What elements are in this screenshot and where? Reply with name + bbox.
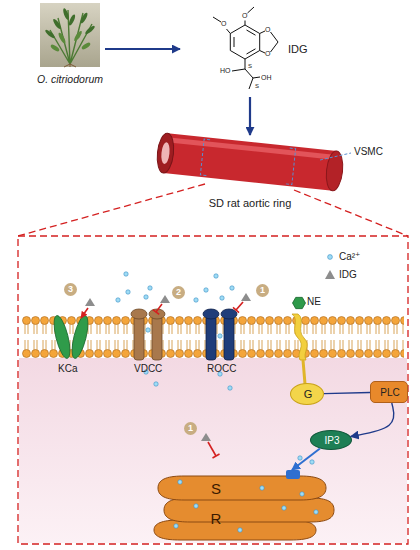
g-protein: G: [290, 383, 324, 405]
connector-arrow: [292, 448, 320, 470]
stored-calcium: [174, 480, 318, 532]
legend-swatch: [324, 268, 336, 282]
kca-channel: [51, 314, 91, 360]
calcium-ions: [116, 272, 314, 464]
cytoplasm: [19, 358, 407, 543]
vdcc-channel: [131, 309, 165, 360]
source-plant: O. citriodorum: [35, 2, 105, 96]
channel-label: VDCC: [134, 364, 162, 374]
leader-line: [320, 153, 351, 160]
callout-number: 1: [256, 284, 269, 297]
node-text: S R: [210, 474, 222, 534]
legend-swatch: [324, 250, 336, 264]
plant-photo: [40, 3, 100, 67]
stereo-label: S: [255, 83, 259, 89]
connector-arrow: [105, 48, 180, 50]
enzyme-box: PLC: [370, 381, 408, 403]
node-text: G: [291, 388, 325, 400]
rocc-channel: [203, 309, 237, 360]
node-text: PLC: [371, 387, 409, 398]
sarcoplasmic-reticulum: S R: [150, 470, 340, 542]
agonist-ligand: NE: [292, 296, 326, 310]
connector-arrow: [324, 392, 370, 393]
receptor: [292, 314, 307, 384]
node-text: NE: [307, 296, 327, 307]
channel-label: KCa: [58, 364, 77, 374]
chemical-structure: [213, 7, 278, 89]
node-text: IDG: [288, 43, 320, 55]
atom-label: O: [221, 20, 226, 27]
connector-arrow: [351, 403, 394, 436]
channel-label: ROCC: [207, 364, 236, 374]
aortic-ring: SD rat aortic ring: [150, 135, 350, 215]
callout-number: 2: [172, 286, 185, 299]
cell-label: VSMC: [354, 147, 383, 157]
stereo-label: S: [248, 63, 252, 69]
atom-label: O: [265, 50, 270, 57]
legend-entry: Ca²⁺: [324, 250, 384, 264]
hydroxyl-label: HO: [220, 67, 231, 74]
node-text: SD rat aortic ring: [150, 197, 350, 209]
legend-entry: IDG: [324, 268, 384, 282]
callout-number: 1: [184, 422, 197, 435]
connector-arrow: [249, 97, 251, 135]
messenger-ellipse: IP3: [310, 430, 352, 450]
idg-actions: [81, 293, 251, 458]
legend-text: IDG: [339, 270, 357, 280]
compound-structure: IDG: [180, 1, 320, 97]
zoom-frame: [18, 184, 408, 544]
node-text: O. citriodorum: [27, 74, 113, 86]
node-text: IP3: [311, 435, 353, 446]
callout-number: 3: [64, 283, 77, 296]
legend-text: Ca²⁺: [339, 252, 360, 262]
hydroxyl-label: OH: [261, 74, 272, 81]
organelle-outline: [150, 470, 340, 542]
atom-label: O: [242, 12, 247, 19]
aortic-vessel: [155, 132, 344, 191]
atom-label: O: [265, 26, 270, 33]
